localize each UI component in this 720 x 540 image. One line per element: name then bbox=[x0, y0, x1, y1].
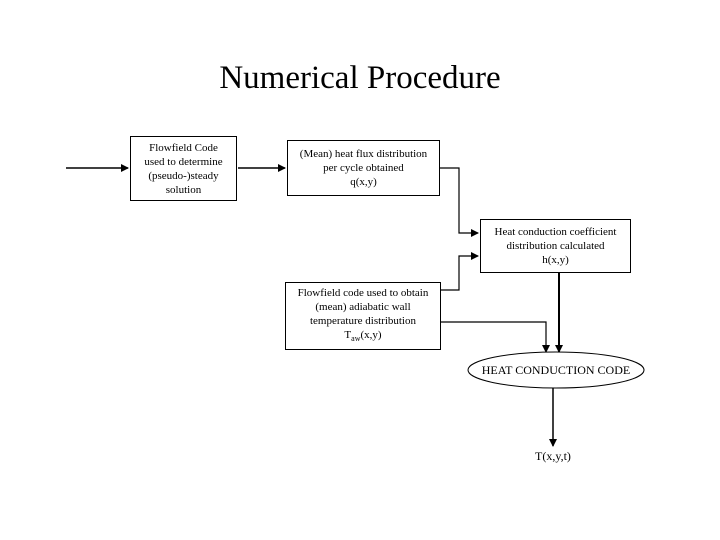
heat-flux-box: (Mean) heat flux distribution per cycle … bbox=[287, 140, 440, 196]
temp-symbol: T bbox=[344, 328, 352, 341]
heat-flux-line: per cycle obtained bbox=[323, 162, 404, 174]
coefficient-line: distribution calculated bbox=[506, 240, 605, 252]
adiabatic-line: (mean) adiabatic wall bbox=[315, 300, 411, 313]
coefficient-line: Heat conduction coefficient bbox=[494, 226, 617, 238]
flowfield-line: (pseudo-)steady bbox=[148, 169, 219, 182]
adiabatic-to-code-arrow bbox=[441, 321, 550, 353]
flowfield-line: used to determine bbox=[144, 155, 223, 168]
adiabatic-temperature-label: Taw(x,y) bbox=[298, 328, 429, 346]
adiabatic-wall-box: Flowfield code used to obtain (mean) adi… bbox=[285, 282, 441, 350]
heatflux-to-coefficient-arrow bbox=[440, 167, 479, 237]
adiabatic-to-coefficient-arrow bbox=[441, 252, 479, 291]
heat-conduction-code-node bbox=[467, 351, 645, 389]
temp-subscript: aw bbox=[351, 334, 361, 344]
flowfield-code-box: Flowfield Code used to determine (pseudo… bbox=[130, 136, 237, 201]
temp-args: (x,y) bbox=[360, 328, 382, 341]
adiabatic-line: temperature distribution bbox=[309, 314, 416, 327]
coefficient-line: h(x,y) bbox=[542, 254, 569, 266]
heat-flux-line: q(x,y) bbox=[350, 176, 377, 188]
heat-conduction-code-label: HEAT CONDUCTION CODE bbox=[481, 362, 631, 377]
page-title: Numerical Procedure bbox=[219, 60, 501, 96]
heat-flux-line: (Mean) heat flux distribution bbox=[299, 148, 428, 160]
adiabatic-line: Flowfield code used to obtain bbox=[297, 286, 429, 299]
conduction-coefficient-box: Heat conduction coefficient distribution… bbox=[480, 219, 631, 273]
output-label: T(x,y,t) bbox=[535, 449, 571, 463]
flowfield-line: solution bbox=[165, 183, 202, 196]
flowfield-line: Flowfield Code bbox=[149, 141, 218, 154]
